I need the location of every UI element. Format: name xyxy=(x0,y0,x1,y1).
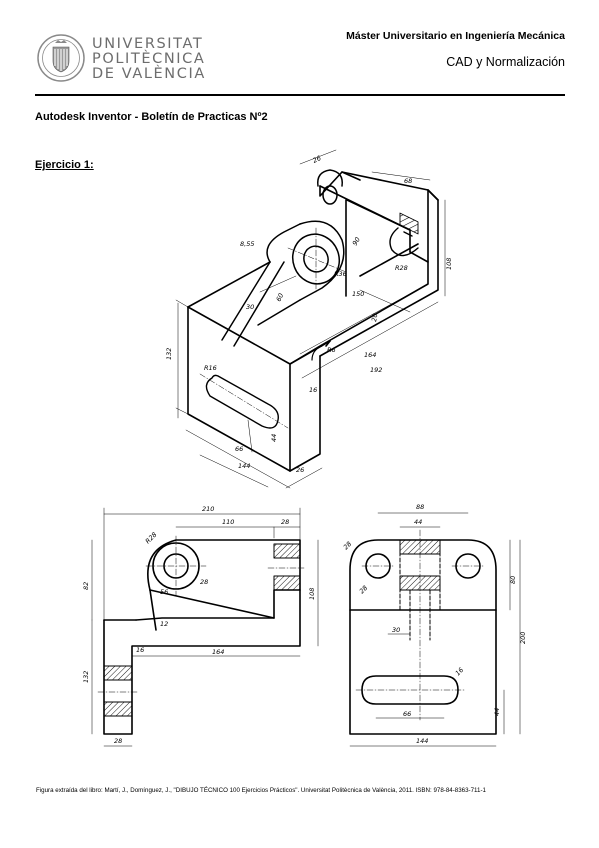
side-dim-text: 16 xyxy=(454,666,466,678)
front-dim-text: 108 xyxy=(308,588,316,600)
iso-dim-text: 68 xyxy=(404,177,412,185)
front-view: 210 110 28 R28 56 28 82 108 12 16 164 13… xyxy=(82,505,319,747)
side-dim-text: 30 xyxy=(392,626,400,634)
exercise-title: Ejercicio 1: xyxy=(35,159,94,171)
iso-dim-text: 26 xyxy=(296,466,304,474)
side-view: 88 44 28 28 80 30 200 16 66 44 144 xyxy=(342,503,527,747)
side-dim-text: 88 xyxy=(416,503,424,511)
front-dim-text: 82 xyxy=(82,582,90,590)
iso-dim-text: 90 xyxy=(351,236,362,247)
front-dim-text: 16 xyxy=(136,646,144,654)
iso-dim-text: 26 xyxy=(311,154,322,165)
side-dim-text: 44 xyxy=(493,708,501,716)
iso-dim-text: 66 xyxy=(235,445,243,453)
side-dim-text: 80 xyxy=(509,576,517,584)
iso-dim-text: 44 xyxy=(270,434,278,442)
iso-dim-text: 132 xyxy=(165,348,173,360)
front-dim-text: 28 xyxy=(200,578,208,586)
front-dim-text: 210 xyxy=(202,505,214,513)
iso-dim-text: 30 xyxy=(246,303,254,311)
course-name: CAD y Normalización xyxy=(446,55,565,69)
master-program: Máster Universitario en Ingeniería Mecán… xyxy=(346,30,565,42)
side-dim-text: 144 xyxy=(416,737,428,745)
iso-dim-text: R6 xyxy=(327,346,336,354)
iso-dim-text: R16 xyxy=(204,364,217,372)
front-dim-text: 110 xyxy=(222,518,234,526)
iso-dim-text: 16 xyxy=(309,386,317,394)
iso-dim-text: 144 xyxy=(238,462,250,470)
iso-dim-text: R28 xyxy=(395,264,408,272)
side-dim-text: 200 xyxy=(519,632,527,644)
upv-seal-logo xyxy=(37,34,85,82)
figure-credit: Figura extraída del libro: Martí, J., Do… xyxy=(36,787,486,794)
front-dim-text: 164 xyxy=(212,648,224,656)
iso-dim-text: 60 xyxy=(275,292,286,303)
side-dim-text: 28 xyxy=(342,540,354,552)
document-title: Autodesk Inventor - Boletín de Practicas… xyxy=(35,111,268,123)
front-dim-text: 132 xyxy=(82,671,90,683)
header-rule xyxy=(35,94,565,96)
university-name-line-2: POLITÈCNICA xyxy=(92,51,206,67)
iso-dim-text: 20 xyxy=(370,313,379,323)
iso-dim-text: 108 xyxy=(445,258,453,270)
iso-dim-text: 150 xyxy=(352,290,364,298)
iso-dim-text: R36 xyxy=(334,270,347,278)
front-dim-text: 56 xyxy=(160,588,168,596)
front-dim-text: 28 xyxy=(114,737,122,745)
iso-dim-text: 164 xyxy=(364,351,376,359)
university-name-line-3: DE VALÈNCIA xyxy=(92,66,206,82)
side-dim-text: 28 xyxy=(358,584,370,596)
front-dim-text: 28 xyxy=(281,518,289,526)
side-dim-text: 44 xyxy=(414,518,422,526)
side-dim-text: 66 xyxy=(403,710,411,718)
iso-dim-text: 192 xyxy=(370,366,382,374)
front-dim-text: 12 xyxy=(160,620,168,628)
iso-dim-text: 8,55 xyxy=(240,240,254,248)
isometric-view: 26 68 8,55 90 108 R36 150 60 R28 30 20 1… xyxy=(165,149,453,489)
university-name-line-1: UNIVERSITAT xyxy=(92,36,204,52)
front-dim-text: R28 xyxy=(144,531,159,546)
